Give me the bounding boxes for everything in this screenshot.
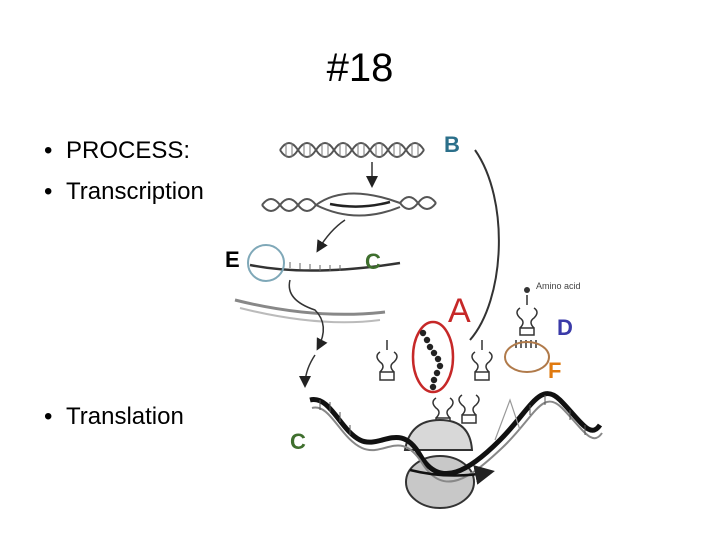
polypeptide-chain [419, 329, 444, 391]
mrna-strand-bottom [309, 391, 603, 483]
ribosome-large-subunit [403, 418, 474, 451]
transcription-bubble [261, 192, 437, 217]
circle-a [411, 320, 455, 394]
trna-d [515, 295, 538, 348]
label-d: D [557, 315, 573, 340]
arrow-to-ribosome [299, 354, 316, 388]
bullet-process: • PROCESS: [44, 136, 190, 166]
nuclear-envelope-arc [469, 149, 500, 341]
label-b: B [444, 132, 460, 157]
bullet-transcription: • Transcription [44, 177, 204, 207]
slide-title: #18 [326, 46, 394, 90]
trna-free-left [376, 340, 398, 381]
trna-exit-outline [494, 398, 521, 441]
amino-acid-dot [524, 287, 530, 293]
ribosome-small-subunit [405, 455, 475, 509]
bullet-dot: • [44, 178, 53, 205]
nuclear-membrane-outer [234, 298, 386, 316]
dna-helix [279, 142, 425, 158]
bullet-translation: • Translation [44, 402, 184, 432]
arrow-to-mrna [316, 219, 346, 253]
nuclear-membrane-inner [239, 307, 381, 324]
bullet-dot: • [44, 403, 53, 430]
label-a: A [448, 292, 471, 330]
bullet-dot: • [44, 137, 53, 164]
mrna-strand-top [249, 261, 401, 272]
amino-acid-label: Amino acid [536, 281, 581, 291]
label-f: F [548, 358, 562, 383]
label-c-top: C [365, 249, 381, 274]
bullet-transcription-text: Transcription [66, 178, 204, 205]
arrow-mrna-down [288, 279, 328, 351]
circle-e [247, 244, 285, 282]
trna-free-right [471, 340, 493, 381]
mrna-codons-top [289, 262, 341, 271]
label-e: E [225, 247, 240, 272]
label-c-bottom: C [290, 429, 306, 454]
bullet-translation-text: Translation [66, 403, 184, 430]
circle-f [504, 341, 550, 373]
arrow-translation-direction [409, 465, 495, 485]
bullet-process-text: PROCESS: [66, 137, 191, 164]
